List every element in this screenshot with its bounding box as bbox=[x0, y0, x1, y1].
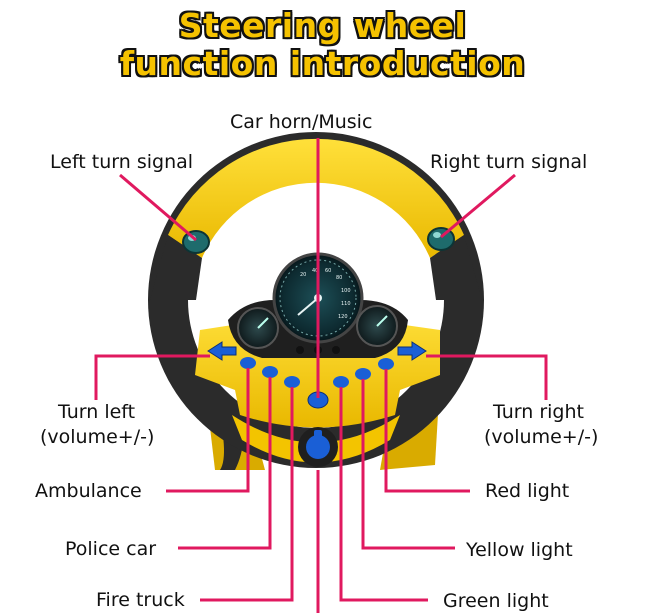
yellow-light-label: Yellow light bbox=[466, 539, 573, 561]
green-light-label: Green light bbox=[443, 590, 549, 612]
gauge-tick: 120 bbox=[338, 314, 348, 320]
pointer-lines bbox=[94, 138, 548, 613]
gauge-tick: 20 bbox=[300, 272, 306, 278]
right-signal-pointer bbox=[440, 173, 516, 239]
gauge-tick: 60 bbox=[325, 268, 331, 274]
left-turn-signal-light[interactable] bbox=[182, 230, 210, 254]
green-light-pointer bbox=[339, 387, 428, 602]
title-line-1: Steering wheel bbox=[178, 6, 467, 45]
ambulance-label: Ambulance bbox=[35, 480, 142, 502]
red-light-label: Red light bbox=[485, 480, 570, 502]
sound-buttons bbox=[240, 357, 394, 409]
ambulance-pointer bbox=[166, 368, 250, 493]
fire-truck-label: Fire truck bbox=[96, 589, 185, 611]
gauge-tick: 110 bbox=[341, 301, 351, 307]
turn-left-pointer bbox=[94, 354, 210, 400]
turn-right-sub-label: (volume+/-) bbox=[484, 426, 599, 448]
red-light-pointer bbox=[384, 369, 470, 493]
turn-left-label: Turn left bbox=[58, 401, 136, 423]
ambulance-button[interactable] bbox=[284, 376, 300, 388]
gauge-tick: 40 bbox=[312, 268, 318, 274]
red-light-button[interactable] bbox=[333, 376, 349, 388]
police-pointer bbox=[178, 377, 272, 550]
turn-right-label: Turn right bbox=[493, 401, 584, 423]
title-line-2: function introduction bbox=[119, 44, 526, 83]
ignition-key[interactable] bbox=[298, 427, 338, 467]
turn-right-pointer bbox=[426, 354, 548, 400]
yellow-light-pointer bbox=[361, 379, 455, 550]
turn-left-button[interactable] bbox=[207, 341, 237, 361]
right-turn-signal-label: Right turn signal bbox=[430, 151, 588, 173]
button-1[interactable] bbox=[240, 357, 256, 369]
left-small-gauge bbox=[237, 307, 279, 349]
horn-label: Car horn/Music bbox=[230, 111, 373, 133]
police-car-label: Police car bbox=[65, 538, 157, 560]
fire-truck-pointer bbox=[200, 387, 294, 602]
gauge-tick: 100 bbox=[341, 288, 351, 294]
gauge-tick: 80 bbox=[336, 275, 342, 281]
yellow-light-button[interactable] bbox=[355, 368, 371, 380]
left-turn-signal-label: Left turn signal bbox=[50, 151, 194, 173]
right-small-gauge bbox=[356, 305, 398, 347]
green-light-button[interactable] bbox=[378, 358, 394, 370]
left-signal-pointer bbox=[119, 173, 197, 242]
turn-right-button[interactable] bbox=[397, 341, 427, 361]
turn-left-sub-label: (volume+/-) bbox=[40, 426, 155, 448]
button-2[interactable] bbox=[262, 366, 278, 378]
